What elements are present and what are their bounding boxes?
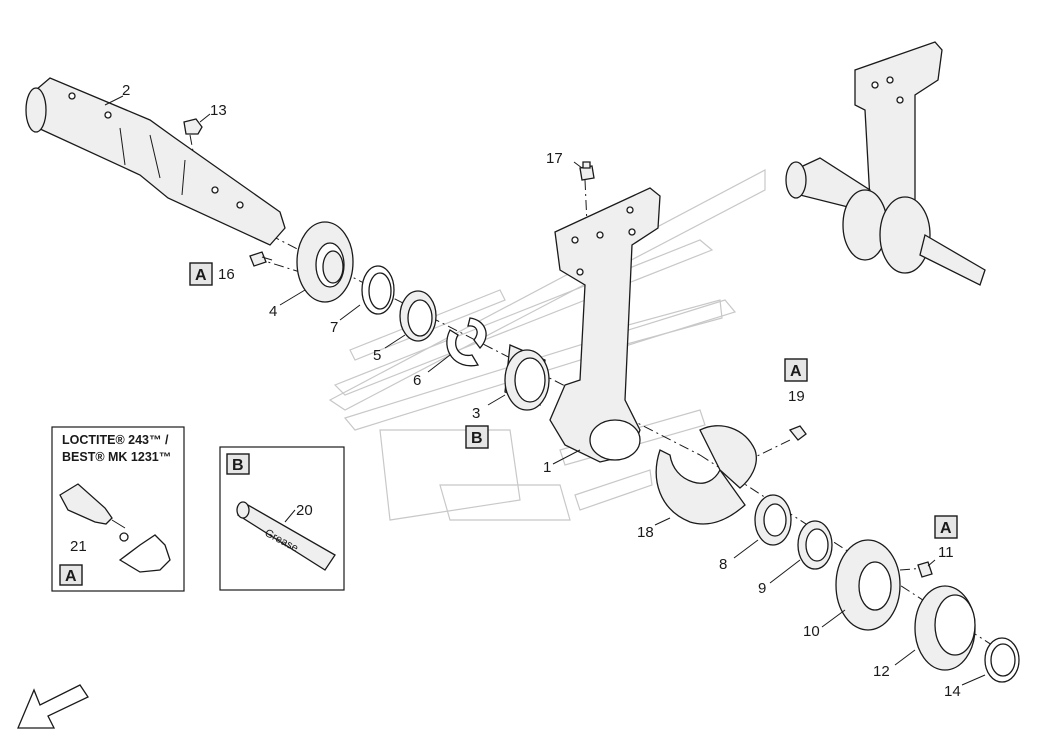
reference-box-a-19: A (784, 358, 808, 382)
plug-part-13 (183, 118, 203, 135)
grease-panel: B 20 Grease (219, 446, 345, 591)
bracket-part-1 (549, 187, 661, 463)
svg-text:B: B (471, 430, 483, 447)
shaft-part (25, 77, 286, 246)
svg-text:A: A (940, 520, 952, 537)
seal-part-5 (399, 290, 437, 342)
split-bushing-part-6 (446, 317, 487, 367)
svg-text:A: A (195, 267, 207, 284)
cap-part-12 (914, 585, 976, 671)
reference-box-a-11: A (934, 515, 958, 539)
svg-text:21: 21 (70, 538, 87, 555)
callout-6: 6 (413, 372, 421, 389)
callout-4: 4 (269, 303, 277, 320)
callout-3: 3 (472, 405, 480, 422)
orientation-arrow-icon (17, 684, 89, 729)
callout-7: 7 (330, 319, 338, 336)
hand-icon (118, 534, 171, 573)
bolt-part-16 (249, 251, 273, 267)
bushing-part-3 (504, 344, 550, 411)
flange-part-4 (296, 221, 354, 303)
loctite-bottle-icon (59, 483, 113, 525)
svg-text:20: 20 (296, 502, 313, 519)
callout-9: 9 (758, 580, 766, 597)
grease-nipple-part-17 (579, 161, 595, 181)
loctite-tag: A (65, 568, 77, 585)
callout-14: 14 (944, 683, 961, 700)
callout-2: 2 (122, 82, 130, 99)
svg-text:A: A (790, 363, 802, 380)
leader-lines (104, 95, 986, 686)
callout-16: 16 (218, 266, 235, 283)
reference-box-b-3: B (465, 425, 489, 449)
grease-tag: B (232, 457, 244, 474)
ring-part-7 (361, 265, 395, 315)
assembled-view (785, 41, 986, 286)
washer-part-8 (754, 494, 792, 546)
circlip-part-14 (984, 637, 1020, 683)
callout-10: 10 (803, 623, 820, 640)
nut-part-9 (797, 520, 833, 570)
callout-5: 5 (373, 347, 381, 364)
callout-18: 18 (637, 524, 654, 541)
callout-19: 19 (788, 388, 805, 405)
shield-part-18 (655, 425, 757, 525)
loctite-line-2: BEST® MK 1231™ (62, 450, 171, 464)
callout-1: 1 (543, 459, 551, 476)
bolt-part-19 (788, 425, 807, 441)
loctite-line-1: LOCTITE® 243™ / (62, 433, 169, 447)
callout-8: 8 (719, 556, 727, 573)
callout-11: 11 (938, 544, 954, 561)
callout-12: 12 (873, 663, 890, 680)
callout-17: 17 (546, 150, 563, 167)
callout-13: 13 (210, 102, 227, 119)
loctite-panel: LOCTITE® 243™ / BEST® MK 1231™ 21 A (51, 426, 185, 592)
flange-part-10 (835, 539, 901, 631)
reference-box-a-16: A (189, 262, 213, 286)
